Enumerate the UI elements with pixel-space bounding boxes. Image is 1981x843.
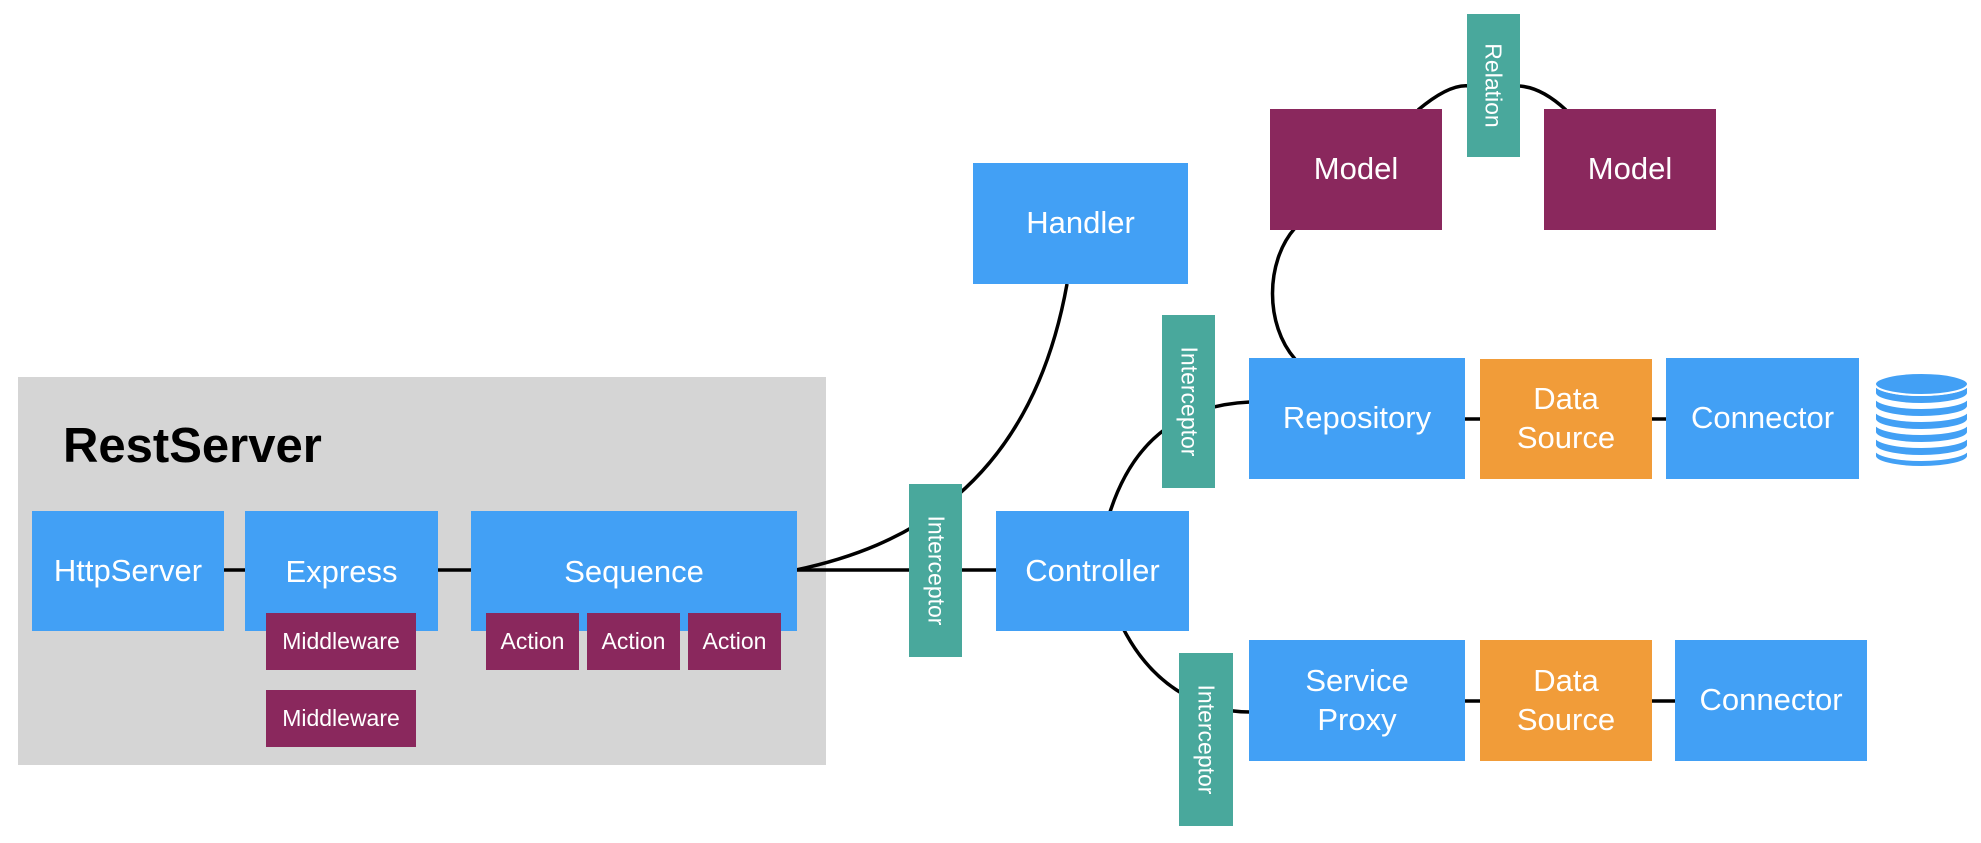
service-proxy-node: Service Proxy [1249, 640, 1465, 761]
connector-node: Connector [1666, 358, 1859, 479]
http-server-node: HttpServer [32, 511, 224, 631]
interceptor-repository-label: Interceptor [1176, 346, 1203, 457]
link-relation-model [1516, 84, 1568, 112]
middleware-box: Middleware [266, 690, 416, 747]
data-source-node: Data Source [1480, 359, 1652, 479]
link-repository-model [1270, 226, 1297, 361]
handler-node: Handler [973, 163, 1188, 284]
action-box: Action [688, 613, 781, 670]
interceptor-main: Interceptor [909, 484, 962, 657]
rest-server-title: RestServer [63, 419, 322, 473]
model-node-right: Model [1544, 109, 1716, 230]
data-source-node-bottom: Data Source [1480, 640, 1652, 761]
express-label: Express [285, 554, 398, 589]
action-box: Action [486, 613, 579, 670]
database-icon [1874, 372, 1969, 468]
relation-node: Relation [1467, 14, 1520, 157]
interceptor-service-proxy-label: Interceptor [1193, 684, 1220, 795]
interceptor-repository: Interceptor [1162, 315, 1215, 488]
relation-label: Relation [1481, 43, 1508, 128]
model-node-left: Model [1270, 109, 1442, 230]
interceptor-service-proxy: Interceptor [1179, 653, 1233, 826]
controller-node: Controller [996, 511, 1189, 631]
express-node: Express [245, 511, 438, 631]
link-model-relation [1416, 83, 1471, 112]
interceptor-main-label: Interceptor [923, 515, 950, 626]
sequence-label: Sequence [564, 554, 704, 589]
repository-node: Repository [1249, 358, 1465, 479]
middleware-box: Middleware [266, 613, 416, 670]
connector-node-bottom: Connector [1675, 640, 1867, 761]
sequence-node: Sequence [471, 511, 797, 631]
action-box: Action [587, 613, 680, 670]
